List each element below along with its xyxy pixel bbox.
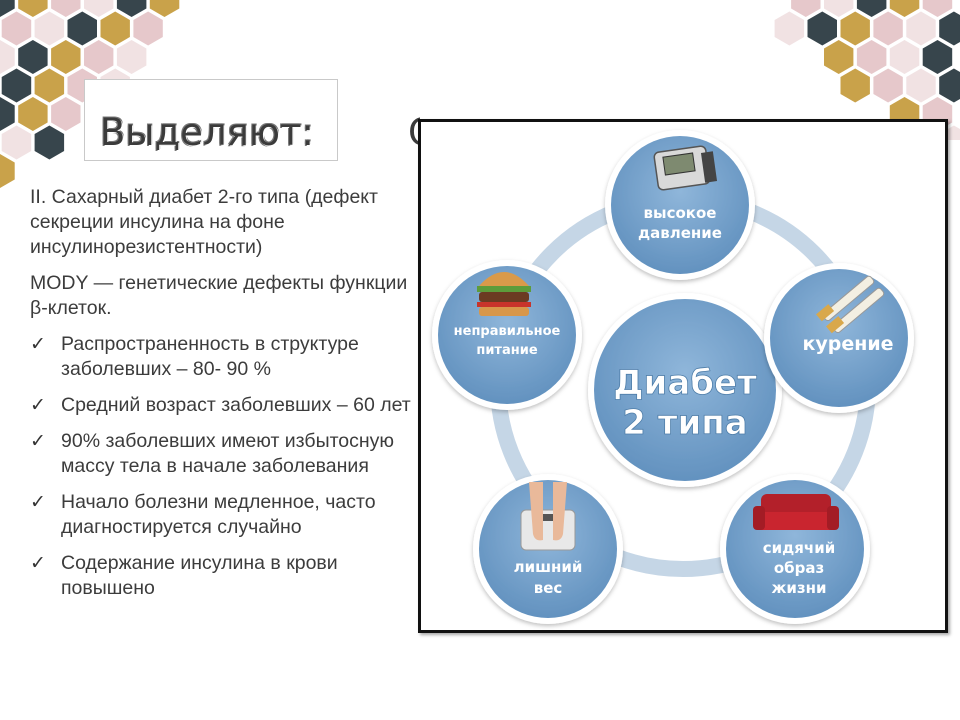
hexagon-tile [84, 40, 114, 74]
center-label-line2: 2 типа [622, 403, 747, 443]
hexagon-tile [774, 11, 805, 46]
intro-paragraph: II. Сахарный диабет 2-го типа (дефект се… [30, 185, 422, 260]
node-label: жизни [771, 579, 826, 597]
hexagon-tile [889, 0, 920, 17]
hexagon-tile [873, 11, 903, 46]
checkmark-icon: ✓ [30, 431, 46, 452]
hexagon-tile [939, 68, 960, 103]
hexagon-tile [1, 125, 32, 160]
hexagon-tile [67, 11, 97, 46]
node-label: лишний [514, 558, 583, 576]
sofa-icon [753, 494, 839, 530]
diagram-canvas: Диабет 2 типа высокое давление курение [432, 130, 914, 624]
center-circle [588, 293, 782, 487]
node-label: образ [774, 559, 824, 577]
node-poor-nutrition [432, 260, 582, 410]
title-frame [84, 79, 338, 161]
checkmark-icon: ✓ [30, 492, 46, 513]
node-label: давление [638, 224, 722, 242]
roman-numeral: II. [30, 186, 47, 208]
cigarettes-icon [816, 275, 885, 334]
slide-title: Выделяют: [100, 111, 315, 154]
list-item: ✓Начало болезни медленное, часто диагнос… [30, 491, 376, 538]
hexagon-tile [34, 68, 65, 103]
hexagon-tile [0, 40, 15, 74]
hexagon-tile [100, 11, 130, 46]
hexagon-tile [84, 0, 114, 17]
hexagon-tile [906, 68, 936, 103]
hexagon-tile [18, 0, 48, 17]
hexagon-tile [34, 11, 65, 46]
node-label: неправильное [454, 324, 561, 339]
hexagon-tile [34, 125, 65, 160]
hexagon-tile [51, 0, 81, 17]
blood-pressure-monitor-icon [653, 145, 718, 191]
list-item: ✓Распространенность в структуре заболевш… [30, 333, 359, 380]
hexagon-tile [116, 40, 147, 74]
hexagon-tile [824, 40, 854, 74]
hexagon-tile [922, 0, 953, 17]
node-label: питание [476, 343, 537, 358]
mody-paragraph: MODY — генетические дефекты функции β-кл… [30, 272, 408, 319]
hexagon-tile [18, 97, 48, 131]
slide-body: II. Сахарный диабет 2-го типа (дефект се… [30, 185, 422, 612]
checkmark-icon: ✓ [30, 395, 46, 416]
node-label: курение [802, 333, 893, 355]
hexagon-tile [906, 11, 936, 46]
list-item: ✓Средний возраст заболевших – 60 лет [30, 394, 411, 416]
node-label: сидячий [763, 539, 835, 557]
hexagon-tile [18, 40, 48, 74]
hexagon-tile [807, 11, 837, 46]
hexagon-tile [939, 11, 960, 46]
hexagon-tile [133, 11, 163, 46]
scale-feet-icon [520, 482, 576, 551]
hexagon-tile [856, 40, 887, 74]
slide-title-hidden-part: С [408, 110, 420, 156]
hexagon-tile [1, 68, 32, 103]
burger-icon [477, 272, 531, 316]
hexagon-tile [51, 40, 81, 74]
list-item: ✓90% заболевших имеют избытосную массу т… [30, 430, 395, 477]
hexagon-tile [0, 0, 15, 17]
hexagon-tile [0, 97, 15, 131]
checkmark-icon: ✓ [30, 334, 46, 355]
diabetes-risk-diagram: Диабет 2 типа высокое давление курение [418, 119, 948, 633]
hexagon-tile [889, 40, 920, 74]
hexagon-tile [51, 97, 81, 131]
node-label: вес [534, 579, 563, 597]
hexagon-tile [856, 0, 887, 17]
hexagon-tile [0, 154, 15, 188]
hexagon-tile [1, 11, 32, 46]
checkmark-icon: ✓ [30, 553, 46, 574]
hexagon-tile [116, 0, 147, 17]
hexagon-tile [791, 0, 821, 17]
honeycomb-decoration-left [0, 0, 180, 188]
intro-text: Сахарный диабет 2-го типа (дефект секрец… [30, 186, 378, 258]
hexagon-tile [840, 11, 870, 46]
center-label-line1: Диабет [613, 363, 757, 403]
hexagon-tile [824, 0, 854, 17]
list-item: ✓Содержание инсулина в крови повышено [30, 552, 338, 599]
node-label: высокое [644, 204, 717, 222]
facts-checklist: ✓Распространенность в структуре заболевш… [30, 332, 422, 601]
hexagon-tile [840, 68, 870, 103]
hexagon-tile [922, 40, 953, 74]
hexagon-tile [149, 0, 180, 17]
hexagon-tile [873, 68, 903, 103]
